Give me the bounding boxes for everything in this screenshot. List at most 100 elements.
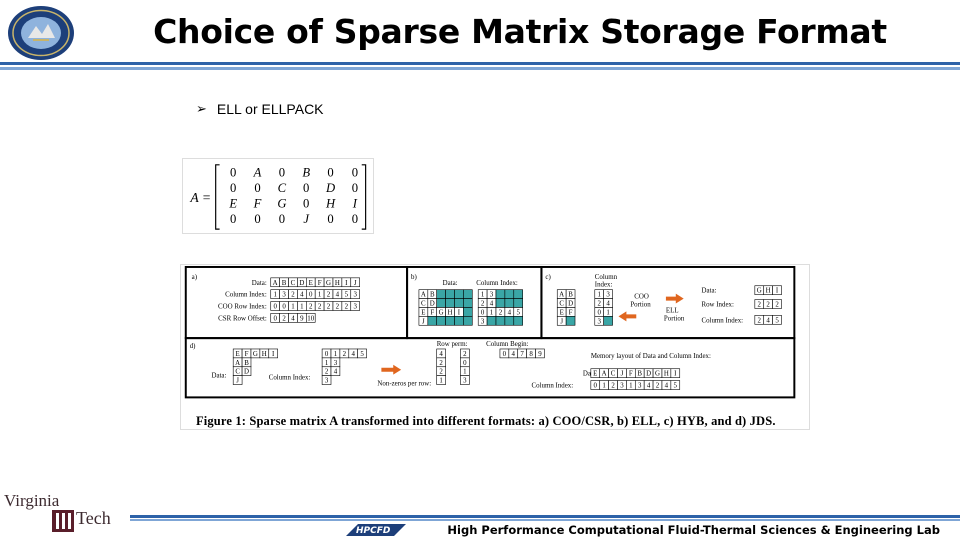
matrix-cell: F: [253, 197, 262, 211]
panel-c-coo-col-cell: 2: [758, 317, 762, 324]
panel-d-data-label: Data:: [211, 373, 226, 380]
panel-b-col-cell-box: [513, 298, 523, 308]
panel-a-cell: 2: [318, 303, 322, 310]
panel-a-cell: 2: [345, 303, 349, 310]
panel-d-data-cell-box: [241, 366, 252, 376]
panel-c-arrow-left-icon: [618, 311, 637, 322]
panel-b-col-cell-box: [495, 316, 506, 326]
panel-b-data-cell-box: [463, 289, 473, 299]
panel-b-data-cell: J: [422, 318, 425, 325]
matrix-cell: 0: [230, 181, 236, 195]
panel-d-col-cell: 3: [334, 360, 338, 367]
figure-caption: Figure 1: Sparse matrix A transformed in…: [196, 414, 776, 428]
panel-d-col-cell-box: [321, 375, 332, 385]
panel-d-mem-col-cell: 4: [647, 383, 651, 390]
matrix-cell: J: [303, 212, 310, 226]
panel-d-colbegin-cell: 0: [503, 351, 507, 358]
panel-d-mem-col-cell: 0: [594, 383, 598, 390]
panel-b-col-cell: 1: [481, 292, 485, 299]
panel-b-col-cell-box: [495, 298, 506, 308]
panel-c-coo-label: COO: [634, 294, 649, 301]
panel-b-data-cell: A: [421, 292, 426, 299]
panel-a-row-label: Data:: [252, 280, 267, 287]
panel-a-cell: 4: [291, 315, 295, 322]
matrix-cell: 0: [254, 212, 260, 226]
panel-a-cell: 5: [345, 292, 349, 299]
panel-c-ell-label: ELL: [666, 307, 679, 314]
matrix-cell: I: [352, 197, 358, 211]
panel-d-mem-col-label: Column Index:: [532, 383, 574, 390]
panel-b-data-cell-box: [427, 316, 438, 326]
panel-d-colbegin-cell: 9: [538, 351, 542, 358]
panel-b-data-cell-box: [454, 316, 464, 326]
panel-b-col-cell-box: [504, 289, 515, 299]
panel-a-cell: I: [345, 280, 348, 287]
university-seal-logo: [8, 6, 74, 60]
panel-c-data-label: Data:: [701, 288, 716, 295]
panel-b-col-cell: 5: [516, 309, 520, 316]
panel-b-col-cell: 1: [490, 309, 494, 316]
panel-d-memory-label: Memory layout of Data and Column Index:: [591, 353, 711, 360]
matrix-cell: G: [277, 197, 286, 211]
panel-a-cell: 0: [273, 315, 277, 322]
panel-c-colidx-label: Column Index:: [701, 317, 743, 324]
panel-b-data-cell: E: [421, 309, 425, 316]
panel-a-cell: 0: [273, 303, 277, 310]
panel-b-col-cell: 4: [490, 301, 494, 308]
panel-b-tag: b): [411, 274, 417, 281]
panel-a-cell: C: [291, 280, 296, 287]
panel-d-mem-data-cell: G: [655, 371, 660, 378]
footer-divider-secondary: [130, 519, 960, 521]
panel-d-mem-col-cell: 4: [665, 383, 669, 390]
panel-d-data-cell: E: [236, 351, 240, 358]
matrix-cell: 0: [279, 166, 285, 180]
panel-c-col-label: Column: [595, 274, 618, 281]
matrix-cell: 0: [279, 212, 285, 226]
panel-c-tag: c): [545, 274, 550, 281]
panel-c-col-label2: Index:: [595, 282, 613, 289]
panel-d-data-cell: A: [235, 360, 240, 367]
panel-c-ell-data-cell: E: [560, 309, 564, 316]
matrix-cell: 0: [352, 212, 358, 226]
panel-d-mem-data-cell: J: [621, 371, 624, 378]
panel-c-ell-data-cell: F: [569, 309, 573, 316]
panel-d-nnz-left-cell-box: [436, 375, 446, 385]
panel-b-data-cell: C: [421, 301, 426, 308]
panel-b-col-cell-box: [504, 316, 515, 326]
matrix-label: A =: [189, 190, 211, 205]
panel-a-cell-box: [350, 277, 360, 288]
panel-d-data-cell: G: [253, 351, 258, 358]
panel-a-cell: 3: [353, 303, 357, 310]
panel-c-ell-data-cell: B: [568, 292, 573, 299]
title-divider: [0, 62, 960, 65]
panel-b-data-cell: H: [448, 309, 453, 316]
panel-b-data-cell-box: [445, 316, 455, 326]
panel-d-data-cell-box: [232, 375, 243, 385]
virginia-tech-logo: Virginia Tech: [4, 491, 111, 532]
panel-d-col-cell: 4: [334, 369, 338, 376]
panel-a-cell: 1: [273, 292, 277, 299]
matrix-cell: 0: [230, 166, 236, 180]
panel-c-coo-col-cell: 4: [766, 317, 770, 324]
panel-c-coo-row-cell: 2: [766, 301, 770, 308]
matrix-cell: D: [325, 181, 335, 195]
panel-c-row-label: Row Index:: [701, 301, 733, 308]
panel-d-col-cell-box: [330, 366, 341, 376]
panel-d-mem-data-cell: A: [602, 371, 607, 378]
panel-c-ell-data-cell-box: [565, 316, 576, 326]
footer-divider: [130, 515, 960, 518]
panel-c-ell-data-cell: C: [559, 301, 564, 308]
panel-d-mem-data-cell: E: [593, 371, 597, 378]
panel-d-data-cell: F: [245, 351, 249, 358]
panel-d-col-cell: 1: [334, 351, 338, 358]
panel-d-nnz-left-cell: 2: [439, 360, 443, 367]
panel-d-col-cell: 1: [325, 360, 329, 367]
panel-d-mem-col-cell: 2: [611, 383, 615, 390]
matrix-cell: 0: [303, 197, 309, 211]
panel-a-row-label: Column Index:: [225, 292, 267, 299]
panel-b-data-cell-box: [436, 298, 446, 308]
panel-d-data-cell: H: [262, 351, 267, 358]
panel-b-col-cell-box: [513, 316, 523, 326]
panel-b-data-cell-box: [436, 289, 446, 299]
